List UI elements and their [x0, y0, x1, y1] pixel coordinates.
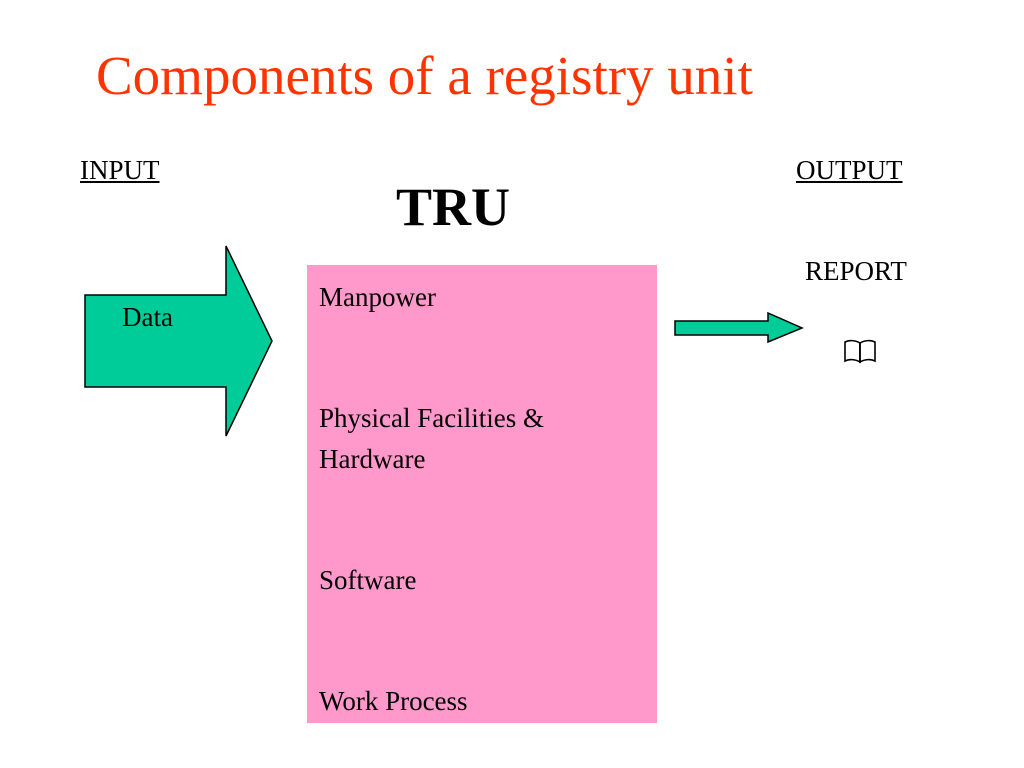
report-label: REPORT	[805, 256, 907, 286]
input-heading: INPUT	[80, 155, 160, 185]
slide-title: Components of a registry unit	[96, 45, 753, 106]
component-software: Software	[319, 565, 417, 595]
component-manpower: Manpower	[319, 282, 436, 312]
input-arrow	[84, 245, 273, 437]
tru-box: Manpower Physical Facilities & Hardware …	[307, 265, 657, 723]
component-physical-facilities: Physical Facilities & Hardware	[319, 403, 544, 474]
component-work-process: Work Process	[319, 686, 468, 716]
output-arrow	[674, 311, 804, 344]
input-arrow-label: Data	[122, 302, 173, 332]
tru-heading: TRU	[396, 177, 511, 237]
output-heading: OUTPUT	[796, 155, 903, 185]
book-icon	[844, 339, 876, 364]
